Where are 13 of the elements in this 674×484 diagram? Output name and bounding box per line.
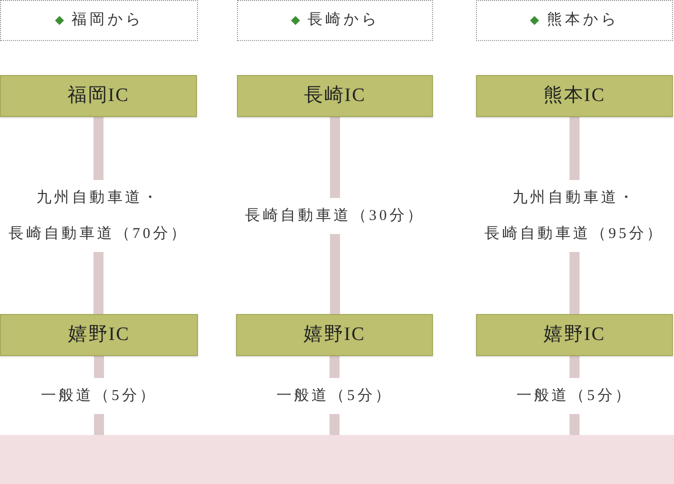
origin-label: 熊本から [547, 13, 619, 28]
interchange-box: 熊本IC [476, 75, 673, 117]
interchange-box: 長崎IC [237, 75, 433, 117]
origin-box [0, 0, 198, 41]
origin-label: 長崎から [308, 13, 380, 28]
footer-band [0, 435, 674, 484]
interchange-box: 嬉野IC [0, 314, 198, 356]
interchange-box: 嬉野IC [476, 314, 673, 356]
origin-label: 福岡から [72, 13, 144, 28]
origin-box [237, 0, 433, 41]
interchange-box: 福岡IC [0, 75, 197, 117]
origin-box [476, 0, 673, 41]
interchange-box: 嬉野IC [236, 314, 433, 356]
